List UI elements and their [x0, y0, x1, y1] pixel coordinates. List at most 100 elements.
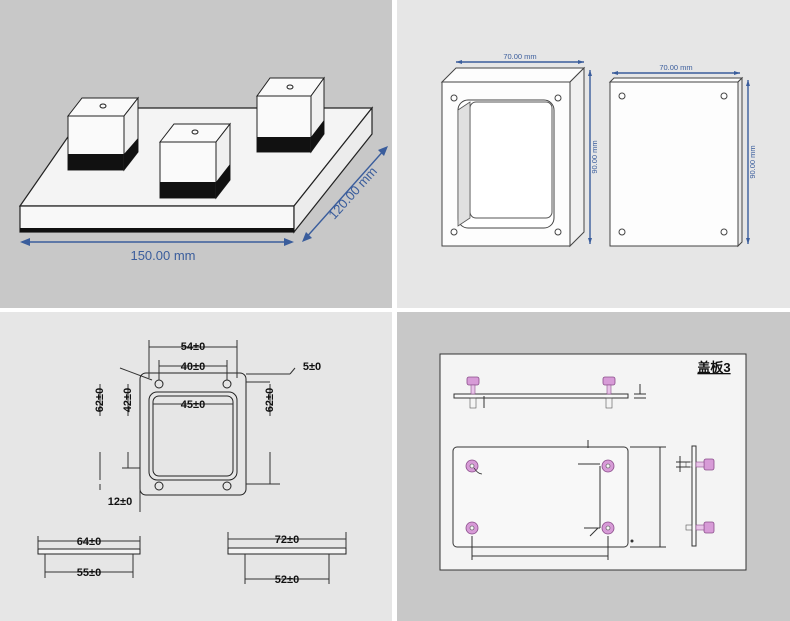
dim-62-right-label: 62±0: [264, 388, 276, 412]
cover-hole-bl-center: [469, 525, 475, 531]
pin-right-bottom-thread: [685, 524, 693, 531]
frame-width-arrow-right: [578, 60, 584, 64]
cube-front: [158, 122, 232, 200]
dim-45-label: 45±0: [181, 399, 205, 411]
plate-front-face: [609, 81, 739, 247]
pin-right-top: [685, 458, 715, 471]
plate-height-label: 90.00 mm: [748, 145, 757, 178]
cube-front-hole: [191, 129, 199, 135]
pin-top-right: [602, 376, 616, 409]
cover-side-view-right: [676, 445, 715, 547]
plate-top-face: [608, 77, 744, 83]
dim-72-label: 72±0: [275, 534, 299, 546]
dim-depth-arrow-top: [378, 146, 388, 156]
panel-2d-drawing: 54±0 40±0 5±0 45±0 62±0: [0, 312, 392, 621]
cube-left-side-band: [124, 138, 138, 170]
dim-width-label: 150.00 mm: [130, 248, 195, 263]
pin-right-bottom-head: [703, 521, 715, 534]
dim-width-150: 150.00 mm: [20, 238, 294, 263]
frame-height-label: 90.00 mm: [590, 140, 599, 173]
plate-width-label: 70.00 mm: [659, 63, 692, 72]
frame-width-arrow-left: [456, 60, 462, 64]
side-view-right: 72±0 52±0: [227, 532, 347, 586]
dim-40: 40±0: [158, 360, 228, 380]
frame-window-inner: [469, 101, 553, 219]
pin-right-bottom: [685, 521, 715, 534]
cover-main-view: [452, 440, 666, 560]
dim-62-left: 62±0: [94, 384, 106, 480]
cover-top-plate: [453, 393, 629, 399]
cube-left-hole: [99, 103, 107, 109]
dim-64-label: 64±0: [77, 536, 101, 548]
dim-62-right: 62±0: [246, 384, 280, 485]
frame-2d-window-outer: [148, 391, 238, 481]
plate-hole-br: [720, 228, 728, 236]
cube-left: [66, 96, 140, 172]
cover-hole-tr-center: [605, 463, 611, 469]
dim-52-label: 52±0: [275, 574, 299, 586]
frame-hole-br: [554, 228, 562, 236]
dim-54: 54±0: [148, 340, 238, 378]
frame-2d-outer: [139, 372, 247, 496]
dim-40-label: 40±0: [181, 361, 205, 373]
plate-hole-tr: [720, 92, 728, 100]
panel-cover-plate: 盖板3: [397, 312, 790, 621]
dim-55-label: 55±0: [77, 567, 101, 579]
plate-width-arrow-left: [612, 71, 618, 75]
dim-5: 5±0: [246, 361, 321, 383]
dim-12: 12±0: [99, 484, 141, 512]
plate-hole-tl: [618, 92, 626, 100]
dim-width-arrow-right: [284, 238, 294, 246]
panel-2d-background: [0, 312, 392, 621]
plate-height-arrow-bottom: [746, 238, 750, 244]
frame-window-bevel: [457, 101, 471, 227]
cover-dim-corner-dot: [630, 539, 634, 543]
cube-right-band: [257, 137, 311, 152]
panel-frame-plate: 70.00 mm 90.00 mm 70.00 mm 90.00 mm: [397, 0, 790, 308]
plate-height-arrow-top: [746, 80, 750, 86]
dim-width-arrow-left: [20, 238, 30, 246]
pin-right-top-head: [703, 458, 715, 471]
hole-leader-line: [119, 367, 153, 381]
cover-right-plate: [691, 445, 697, 547]
dim-depth-arrow-bottom: [302, 232, 312, 242]
dim-5-label: 5±0: [303, 361, 321, 373]
base-plate-side: [293, 106, 373, 234]
plate-hole-bl: [618, 228, 626, 236]
frame-2d-window-inner: [152, 395, 234, 477]
cover-hole-leader: [473, 467, 483, 475]
dim-5-leader: [289, 367, 296, 375]
frame-height-arrow-top: [588, 70, 592, 76]
dim-42-label: 42±0: [122, 388, 134, 412]
plate-part: 70.00 mm 90.00 mm: [608, 63, 757, 248]
plate-side-face: [737, 76, 743, 248]
dim-45: 45±0: [153, 399, 233, 411]
pin-right-top-shaft: [695, 461, 705, 468]
side-view-left-body: [37, 548, 141, 555]
cube-left-band: [68, 154, 124, 170]
dim-12-label: 12±0: [108, 496, 132, 508]
frame-2d-hole-bl: [154, 481, 164, 491]
cube-front-side-band: [216, 164, 230, 198]
frame-part: 70.00 mm 90.00 mm: [440, 52, 599, 248]
pin-top-right-thread: [605, 397, 613, 409]
pin-right-bottom-shaft: [695, 524, 705, 531]
cube-right-side-band: [311, 120, 324, 152]
pin-top-left: [466, 376, 480, 409]
cover-hole-br-leader: [589, 527, 599, 537]
base-plate-bottom-edge: [20, 228, 294, 232]
cube-right-hole: [286, 84, 294, 90]
panel-iso-base: 150.00 mm 120.00 mm: [0, 0, 392, 308]
dim-42: 42±0: [122, 384, 140, 469]
pin-top-right-shaft: [606, 384, 612, 395]
frame-hole-bl: [450, 228, 458, 236]
frame-width-label: 70.00 mm: [503, 52, 536, 61]
dim-depth-line: [303, 147, 387, 241]
cover-title: 盖板3: [697, 360, 730, 375]
pin-top-left-shaft: [470, 384, 476, 395]
frame-hole-tl: [450, 94, 458, 102]
pin-top-left-thread: [469, 397, 477, 409]
frame-height-arrow-bottom: [588, 238, 592, 244]
